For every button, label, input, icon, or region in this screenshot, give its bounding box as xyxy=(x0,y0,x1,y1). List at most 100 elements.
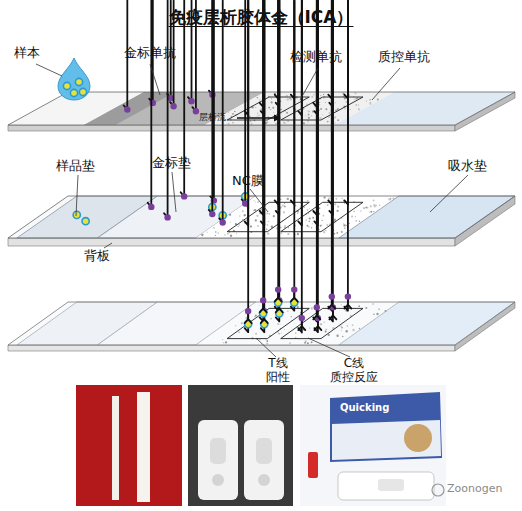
leader-line xyxy=(150,64,160,95)
antibody xyxy=(314,320,321,330)
membrane-texture xyxy=(323,215,325,217)
membrane-texture xyxy=(278,333,280,335)
membrane-texture xyxy=(266,340,268,342)
membrane-texture xyxy=(215,235,216,236)
membrane-texture xyxy=(287,310,288,311)
membrane-texture xyxy=(334,102,335,103)
antigen xyxy=(63,82,70,89)
membrane-texture xyxy=(256,215,258,217)
membrane-texture xyxy=(266,343,268,345)
membrane-texture xyxy=(273,112,274,113)
test-cassette xyxy=(198,420,238,500)
membrane-texture xyxy=(344,224,346,226)
membrane-texture xyxy=(251,123,253,125)
membrane-texture xyxy=(297,306,299,308)
membrane-texture xyxy=(341,326,342,327)
membrane-texture xyxy=(337,206,339,208)
control-line-box xyxy=(281,97,363,120)
membrane-texture xyxy=(308,226,309,227)
membrane-texture xyxy=(305,219,307,221)
membrane-texture xyxy=(328,197,330,199)
membrane-texture xyxy=(272,107,274,109)
membrane-texture xyxy=(232,113,234,115)
antigen xyxy=(73,211,80,218)
membrane-texture xyxy=(250,120,252,122)
membrane-texture xyxy=(311,96,313,98)
membrane-texture xyxy=(319,229,320,230)
test-strip xyxy=(137,392,150,502)
membrane-texture xyxy=(320,323,322,325)
membrane-texture xyxy=(359,328,360,329)
part-label: 检测单抗 xyxy=(290,50,342,65)
membrane-texture xyxy=(353,211,354,212)
membrane-texture xyxy=(312,217,314,219)
cassette-window xyxy=(378,479,404,491)
membrane-texture xyxy=(304,342,306,344)
membrane-texture xyxy=(230,222,231,223)
membrane-texture xyxy=(218,232,219,233)
membrane-texture xyxy=(329,112,331,114)
membrane-texture xyxy=(352,324,354,326)
membrane-texture xyxy=(344,203,345,204)
membrane-texture xyxy=(319,117,321,119)
cassette-well xyxy=(212,474,224,486)
part-label: 金标单抗 xyxy=(124,46,176,61)
strip-outline xyxy=(8,302,515,345)
membrane-texture xyxy=(373,211,375,213)
membrane-texture xyxy=(305,115,306,116)
membrane-texture xyxy=(254,200,255,201)
photo xyxy=(300,385,446,506)
membrane-texture xyxy=(320,95,321,96)
antibody xyxy=(275,1,279,311)
antibody xyxy=(344,1,348,311)
membrane-texture xyxy=(312,223,313,224)
membrane-texture xyxy=(224,234,226,236)
product-box xyxy=(330,392,442,462)
membrane-texture xyxy=(370,205,372,207)
membrane-texture xyxy=(241,322,243,324)
flow-label: 层析流 xyxy=(199,112,226,122)
buffer-bottle xyxy=(308,452,318,478)
membrane-texture xyxy=(261,108,262,109)
membrane-texture xyxy=(306,225,308,227)
membrane-texture xyxy=(350,109,351,110)
antibody xyxy=(148,1,152,207)
membrane-texture xyxy=(309,208,310,209)
membrane-texture xyxy=(255,314,257,316)
membrane-texture xyxy=(257,115,258,116)
pet-image xyxy=(404,424,432,452)
membrane-texture xyxy=(270,109,271,110)
membrane-texture xyxy=(355,220,357,222)
membrane-texture xyxy=(356,104,357,105)
membrane-texture xyxy=(354,99,355,100)
membrane-texture xyxy=(341,304,342,305)
membrane-texture xyxy=(351,216,353,218)
membrane-texture xyxy=(378,308,380,310)
membrane-texture xyxy=(355,216,356,217)
membrane-texture xyxy=(320,108,322,110)
membrane-texture xyxy=(206,232,207,233)
antibody xyxy=(313,309,320,319)
antibody xyxy=(328,1,332,311)
gold-particle xyxy=(188,98,194,104)
gold-particle xyxy=(245,308,251,314)
membrane-texture xyxy=(285,122,287,124)
gold-particle xyxy=(314,304,320,310)
membrane-texture xyxy=(253,210,254,211)
gold-particle xyxy=(345,293,351,299)
brand-text: Quicking xyxy=(340,402,389,414)
test-line-box xyxy=(227,202,309,231)
antibody xyxy=(291,1,295,311)
part-label: 吸水垫 xyxy=(448,159,487,174)
membrane-texture xyxy=(228,123,230,125)
membrane-texture xyxy=(259,99,261,101)
membrane-texture xyxy=(215,231,217,233)
part-label: 样品垫 xyxy=(56,159,95,174)
leader-line xyxy=(172,172,176,212)
antigen xyxy=(79,88,86,95)
membrane-texture xyxy=(344,97,346,99)
antibody xyxy=(329,309,336,319)
antibody xyxy=(209,1,213,215)
membrane-texture xyxy=(358,105,359,106)
gold-particle xyxy=(209,211,215,217)
